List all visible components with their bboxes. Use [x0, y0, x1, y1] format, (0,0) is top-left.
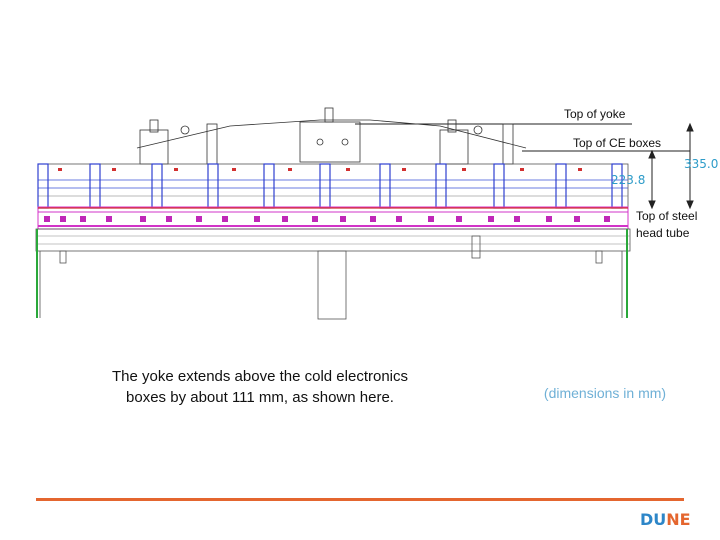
- steel-beam: [35, 228, 631, 252]
- caption-line1: The yoke extends above the cold electron…: [111, 368, 408, 385]
- dimension-inner-value: 223.8: [611, 173, 646, 187]
- left-bracket: [139, 119, 218, 165]
- dimension-outer-value: 335.0: [684, 157, 719, 171]
- ce-box-frame: [37, 163, 629, 209]
- supports: [39, 235, 623, 320]
- label-top-of-steel: Top of steel head tube: [636, 208, 697, 242]
- tube-markers: [44, 216, 610, 222]
- label-top-of-yoke: Top of yoke: [564, 107, 626, 121]
- dimension-inner: [648, 149, 656, 210]
- logo-part2: NE: [666, 510, 691, 529]
- caption: The yoke extends above the cold electron…: [80, 366, 440, 408]
- center-yoke-plate: [299, 121, 361, 163]
- logo-part1: DU: [640, 510, 667, 529]
- center-bolt: [316, 138, 324, 146]
- footer-divider: [36, 498, 684, 501]
- label-top-of-ce-boxes: Top of CE boxes: [573, 136, 662, 150]
- label-top-of-steel-line2: head tube: [636, 226, 690, 240]
- red-marks-row: [58, 168, 582, 171]
- caption-line2: boxes by about 111 mm, as shown here.: [126, 389, 394, 406]
- blue-frame-members: [37, 163, 623, 209]
- label-top-of-steel-line1: Top of steel: [636, 209, 698, 223]
- dimension-outer: [686, 122, 694, 210]
- dune-logo: DUNE: [640, 510, 691, 529]
- center-bolt: [341, 138, 349, 146]
- units-note: (dimensions in mm): [543, 385, 667, 401]
